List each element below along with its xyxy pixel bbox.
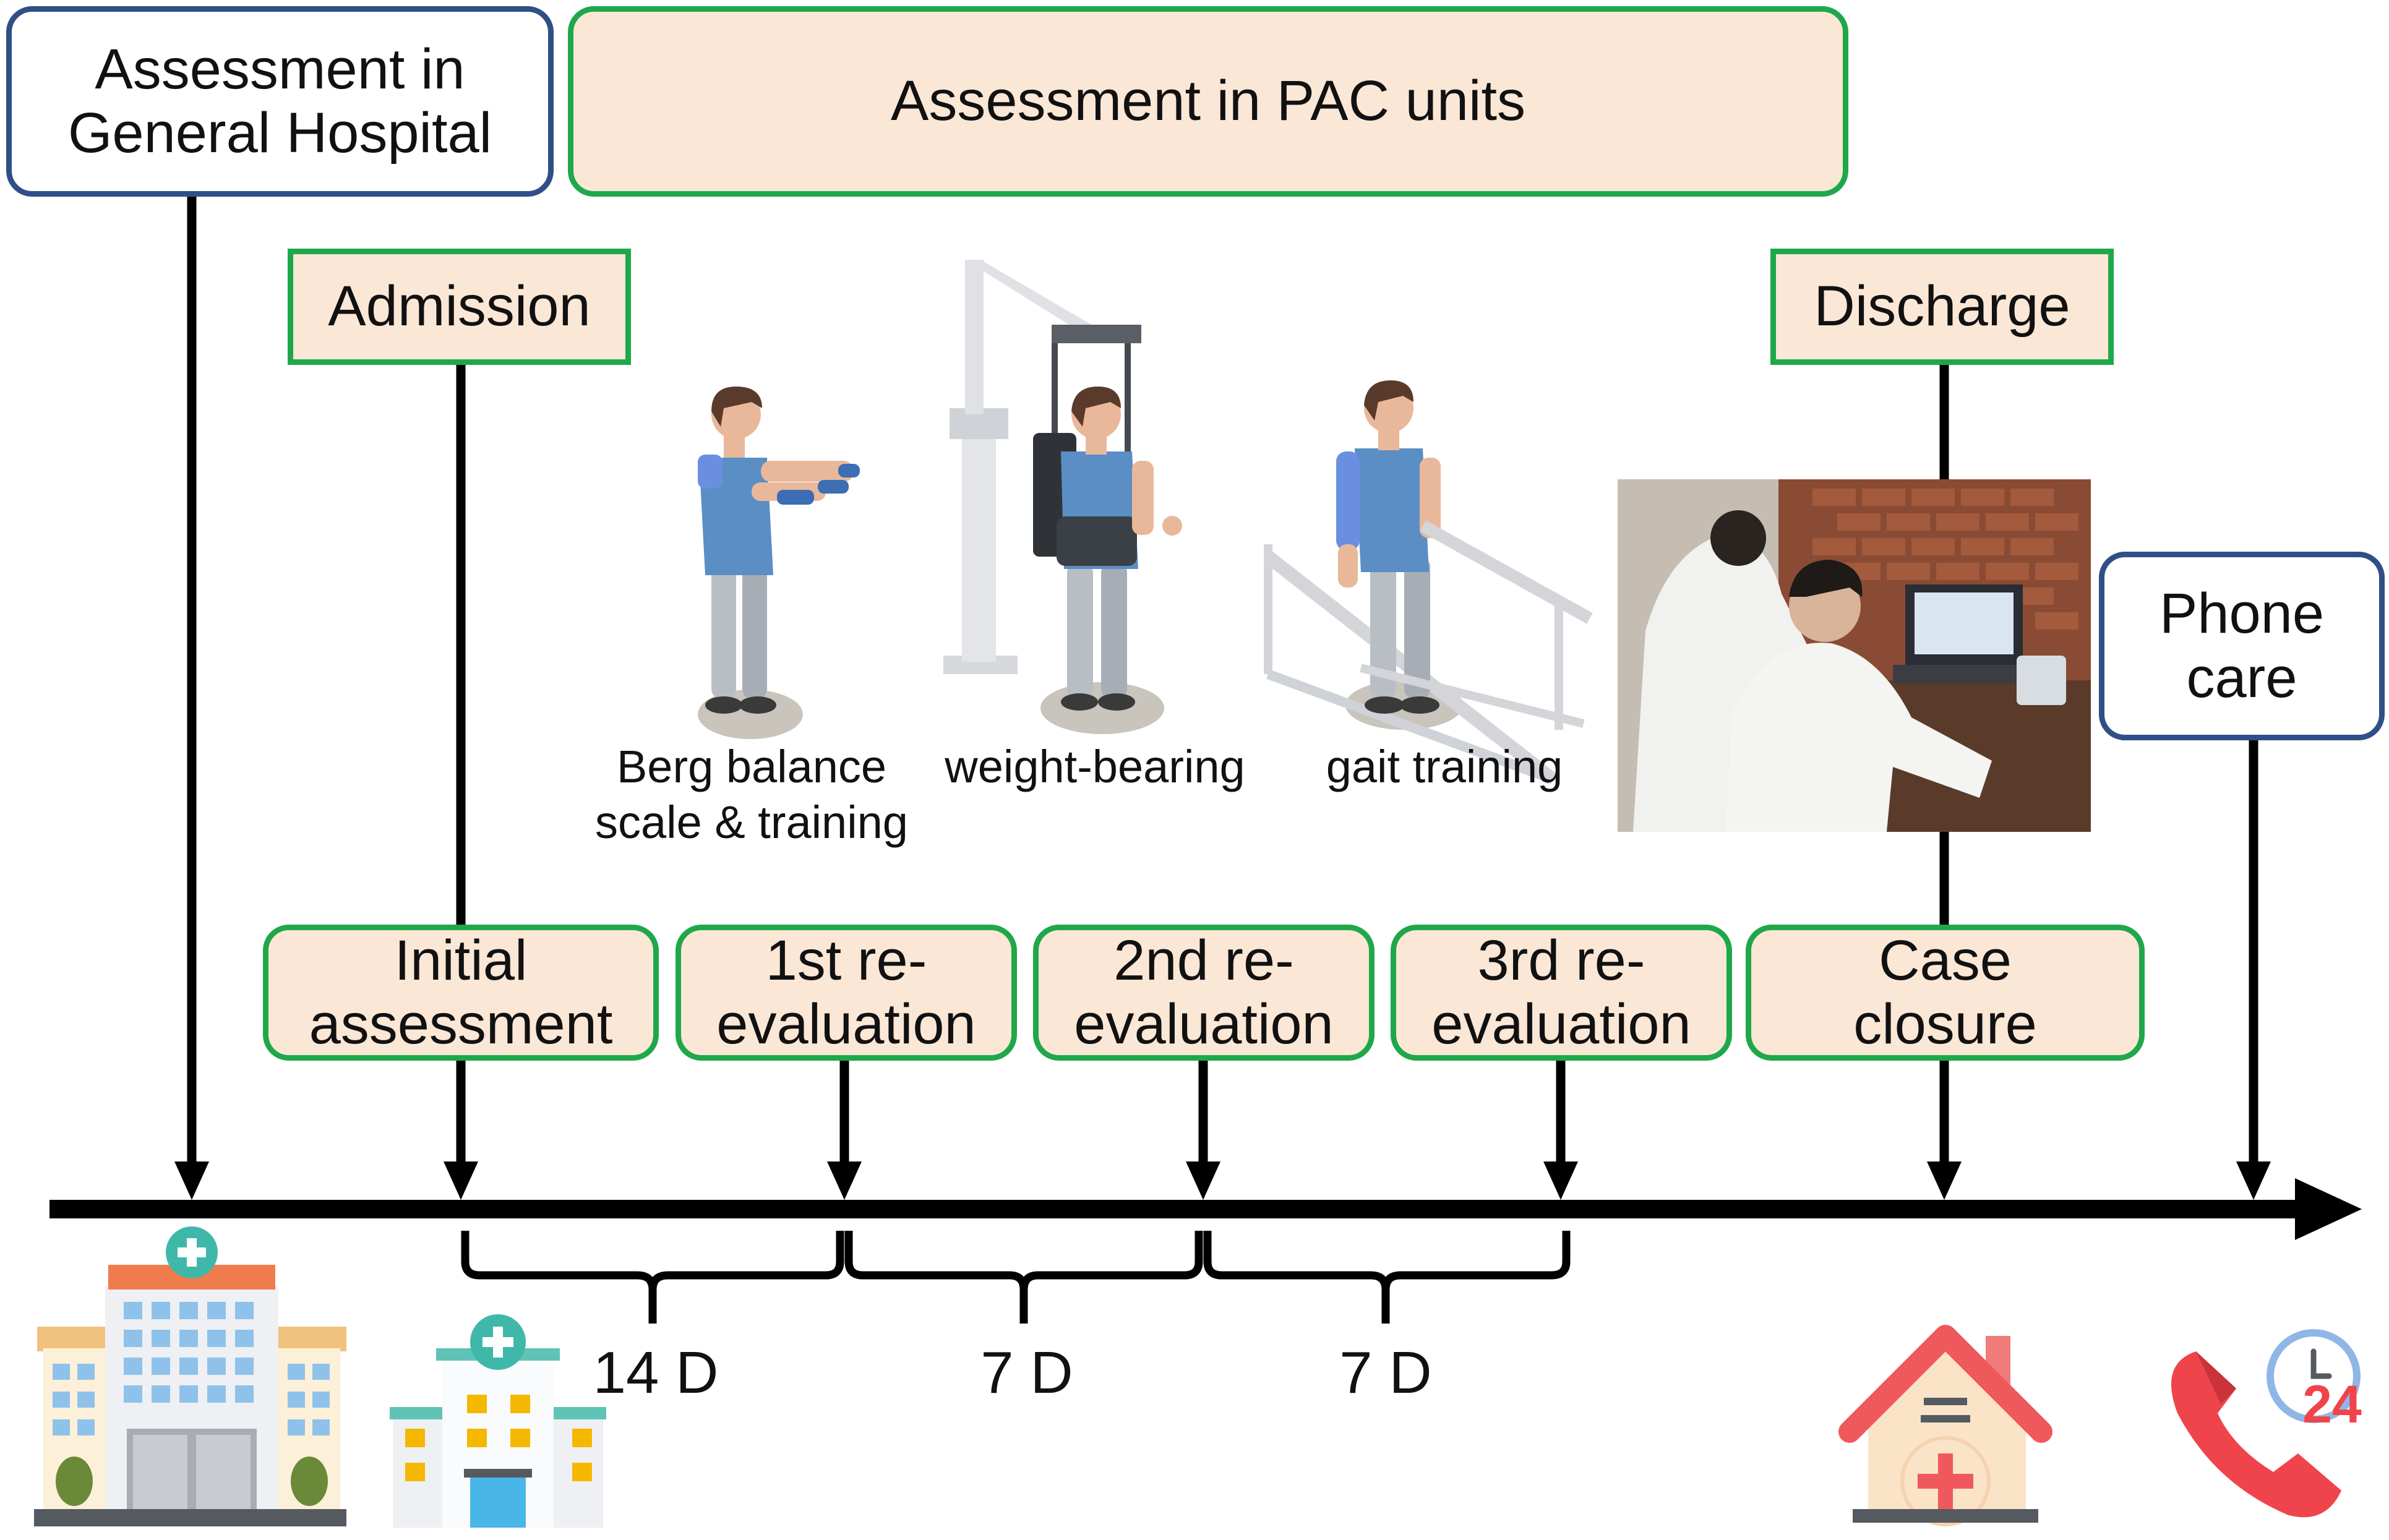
caption-line-1: Berg balance: [616, 741, 887, 792]
clinic-photo: [1618, 479, 2091, 832]
stage-line-1: 2nd re-: [1113, 928, 1294, 992]
stage-line-1: 1st re-: [765, 928, 927, 992]
duration-7-days-b: 7 D: [1339, 1340, 1432, 1406]
connector-case-closure: [1927, 1059, 1962, 1200]
phone-care-box: Phone care: [2099, 552, 2385, 740]
admission-label: Admission: [328, 275, 591, 338]
stage-initial-assessment: Initial assessment: [263, 925, 659, 1061]
pac-units-label: Assessment in PAC units: [890, 69, 1525, 133]
caption-line-1: weight-bearing: [945, 741, 1245, 792]
stage-line-2: evaluation: [1431, 993, 1691, 1056]
phone-24h-icon: 24: [2171, 1329, 2362, 1518]
caption-gait-training: gait training: [1290, 739, 1599, 795]
assessment-pac-units-box: Assessment in PAC units: [568, 6, 1848, 197]
phone-24-label: 24: [2302, 1375, 2362, 1434]
stage-line-1: 3rd re-: [1477, 928, 1645, 992]
connector-3rd-reevaluation: [1543, 1059, 1578, 1200]
phone-care-line-1: Phone: [2159, 582, 2325, 646]
discharge-label: Discharge: [1814, 275, 2070, 338]
connector-initial-assessment: [444, 1059, 478, 1200]
assessment-general-hospital-box: Assessment in General Hospital: [6, 6, 554, 197]
caption-line-2: scale & training: [595, 797, 908, 849]
connector-general-hospital: [174, 197, 209, 1200]
brace-14-days: [461, 1231, 844, 1324]
general-hospital-line-2: General Hospital: [67, 101, 492, 165]
stage-line-2: closure: [1853, 993, 2037, 1056]
brace-7-days-b: [1203, 1231, 1571, 1324]
stage-1st-reevaluation: 1st re- evaluation: [676, 925, 1017, 1061]
connector-phone-care: [2236, 739, 2271, 1200]
stage-case-closure: Case closure: [1746, 925, 2145, 1061]
berg-balance-figure-icon: [698, 387, 860, 739]
duration-7-days-a: 7 D: [980, 1340, 1073, 1406]
general-hospital-icon: [34, 1226, 346, 1526]
stage-line-2: evaluation: [1074, 993, 1334, 1056]
stage-line-1: Case: [1879, 928, 2012, 992]
timeline-axis: [49, 1178, 2362, 1240]
connector-1st-reevaluation: [827, 1059, 862, 1200]
connector-2nd-reevaluation: [1186, 1059, 1220, 1200]
discharge-box: Discharge: [1770, 249, 2114, 365]
stage-line-1: Initial: [394, 928, 528, 992]
stage-line-2: evaluation: [716, 993, 976, 1056]
stage-3rd-reevaluation: 3rd re- evaluation: [1391, 925, 1732, 1061]
stage-2nd-reevaluation: 2nd re- evaluation: [1033, 925, 1375, 1061]
general-hospital-line-1: Assessment in: [95, 37, 465, 101]
caption-line-1: gait training: [1326, 741, 1563, 792]
home-icon: [1838, 1325, 2052, 1526]
caption-berg-balance: Berg balance scale & training: [578, 739, 925, 851]
phone-care-line-2: care: [2186, 646, 2297, 709]
caption-weight-bearing: weight-bearing: [928, 739, 1262, 795]
stage-line-2: assessment: [309, 993, 613, 1056]
pac-unit-building-icon: [390, 1314, 606, 1528]
weight-bearing-figure-icon: [943, 260, 1182, 734]
brace-7-days-a: [844, 1231, 1203, 1324]
gait-training-figure-icon: [1264, 380, 1593, 785]
duration-14-days: 14 D: [593, 1340, 719, 1406]
admission-box: Admission: [288, 249, 631, 365]
